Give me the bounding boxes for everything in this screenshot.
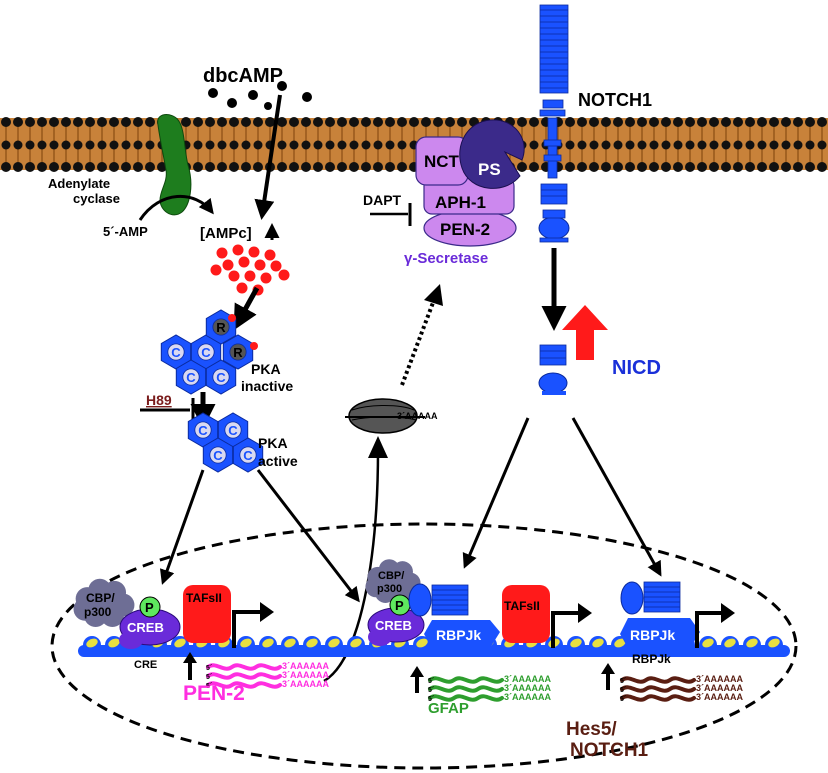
gfap-mrna: 5´ 3´AAAAAA 5´ 3´AAAAAA 5´ 3´AAAAAA — [428, 674, 552, 703]
svg-text:NCT: NCT — [424, 152, 460, 171]
svg-text:CBP/: CBP/ — [378, 570, 404, 582]
dbcamp-group: dbcAMP — [203, 65, 312, 220]
notch1-label: NOTCH1 — [578, 90, 652, 110]
svg-text:TAFsII: TAFsII — [504, 599, 540, 613]
h89-inhibitor: H89 — [140, 392, 216, 429]
svg-text:TAFsII: TAFsII — [186, 591, 222, 605]
notch1-gene-label: NOTCH1 — [570, 740, 649, 761]
svg-text:H89: H89 — [146, 392, 172, 408]
svg-text:Adenylate: Adenylate — [48, 176, 110, 191]
svg-text:5´-AMP: 5´-AMP — [103, 224, 148, 239]
svg-text:C: C — [228, 423, 238, 438]
svg-text:5´: 5´ — [206, 665, 213, 672]
hes5-mrna: 5´ 3´AAAAAA 5´ 3´AAAAAA 5´ 3´AAAAAA — [620, 674, 744, 703]
svg-text:C: C — [201, 345, 211, 360]
svg-text:3´AAAAAA: 3´AAAAAA — [282, 670, 330, 680]
svg-text:RBPJk: RBPJk — [632, 652, 671, 666]
ribosome: 3´AAAAA — [323, 398, 438, 683]
svg-text:3´AAAAAA: 3´AAAAAA — [696, 674, 744, 684]
dapt-inhibitor: DAPT — [363, 192, 412, 226]
svg-text:P: P — [145, 600, 154, 615]
svg-text:5´: 5´ — [206, 683, 213, 690]
svg-text:active: active — [258, 453, 298, 469]
svg-text:5´: 5´ — [428, 687, 435, 694]
svg-text:CBP/: CBP/ — [86, 591, 115, 605]
svg-text:PKA: PKA — [258, 435, 288, 451]
svg-text:C: C — [213, 448, 223, 463]
svg-text:CREB: CREB — [375, 618, 412, 633]
svg-text:DAPT: DAPT — [363, 192, 402, 208]
campc-group: [AMPc] — [200, 223, 290, 331]
svg-text:C: C — [186, 370, 196, 385]
svg-text:C: C — [171, 345, 181, 360]
pen2-mrna: 5´ 3´AAAAAA 5´ 3´AAAAAA 5´ 3´AAAAAA — [206, 661, 330, 690]
nucleus-envelope — [50, 522, 798, 770]
svg-text:R: R — [233, 345, 243, 360]
nicd-group: NICD — [462, 248, 662, 577]
svg-text:5´: 5´ — [620, 687, 627, 694]
camp-molecules — [210, 244, 290, 296]
svg-text:5´: 5´ — [206, 674, 213, 681]
svg-text:3´AAAAAA: 3´AAAAAA — [696, 683, 744, 693]
svg-text:C: C — [243, 448, 253, 463]
svg-text:PKA: PKA — [251, 361, 281, 377]
svg-text:5´: 5´ — [428, 696, 435, 703]
svg-text:C: C — [216, 370, 226, 385]
svg-text:RBPJk: RBPJk — [436, 627, 481, 643]
svg-text:3´AAAAAA: 3´AAAAAA — [696, 692, 744, 702]
svg-text:RBPJk: RBPJk — [630, 627, 675, 643]
notch1-receptor: NOTCH1 — [538, 4, 652, 243]
pen2-gene-label: PEN-2 — [183, 682, 245, 705]
svg-text:5´: 5´ — [620, 678, 627, 685]
svg-text:3´AAAAAA: 3´AAAAAA — [504, 692, 552, 702]
svg-text:cyclase: cyclase — [73, 191, 120, 206]
gfap-label: GFAP — [428, 700, 469, 717]
svg-text:CREB: CREB — [127, 620, 164, 635]
rbpjk-creb-promoter: CBP/ p300 P CREB RBPJk TAFsII 5´ 3´AAAAAA… — [365, 559, 592, 717]
svg-text:P: P — [395, 598, 404, 613]
svg-text:p300: p300 — [84, 605, 112, 619]
rbpjk-promoter: RBPJk RBPJk 5´ 3´AAAAAA 5´ 3´AAAAAA 5´ 3´AAAA… — [566, 581, 744, 761]
svg-text:5´: 5´ — [428, 678, 435, 685]
dbcamp-label: dbcAMP — [203, 65, 283, 87]
svg-text:PEN-2: PEN-2 — [440, 220, 490, 239]
svg-text:3´AAAAAA: 3´AAAAAA — [504, 683, 552, 693]
hes5-label: Hes5/ — [566, 719, 617, 740]
svg-text:3´AAAAAA: 3´AAAAAA — [282, 661, 330, 671]
svg-text:3´AAAAAA: 3´AAAAAA — [282, 679, 330, 689]
svg-text:p300: p300 — [377, 583, 402, 595]
svg-text:CRE: CRE — [134, 659, 157, 671]
nicd-label: NICD — [612, 357, 661, 379]
svg-text:C: C — [198, 423, 208, 438]
cell-membrane — [0, 117, 828, 172]
gamma-secretase-complex: NCT PS APH-1 PEN-2 γ-Secretase — [404, 119, 525, 267]
gamma-secretase-label: γ-Secretase — [404, 250, 488, 267]
svg-text:R: R — [216, 320, 226, 335]
svg-text:3´AAAAAA: 3´AAAAAA — [504, 674, 552, 684]
svg-text:3´AAAAA: 3´AAAAA — [397, 411, 438, 421]
svg-text:5´: 5´ — [620, 696, 627, 703]
svg-text:PS: PS — [478, 160, 501, 179]
svg-text:[AMPc]: [AMPc] — [200, 225, 252, 242]
svg-text:APH-1: APH-1 — [435, 193, 486, 212]
svg-text:inactive: inactive — [241, 378, 293, 394]
adenylate-cyclase: Adenylate cyclase 5´-AMP — [48, 114, 214, 239]
